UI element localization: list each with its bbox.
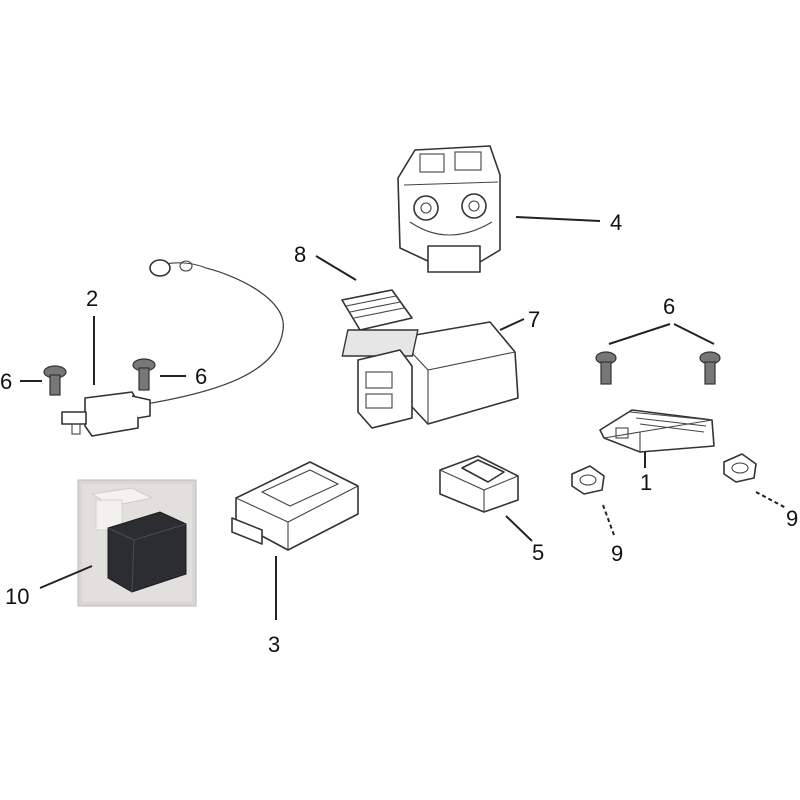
relay-photo [77, 479, 197, 607]
relay-5-part [439, 455, 519, 513]
bolt-left [43, 365, 67, 396]
callout-8: 8 [294, 242, 306, 267]
leader-8 [315, 255, 357, 281]
leader-9-right [755, 491, 787, 509]
leader-6-right-b [673, 323, 715, 345]
regulator-rectifier-part [599, 409, 715, 453]
leader-lines [20, 216, 787, 620]
callout-6-center: 6 [195, 364, 207, 389]
rubber-clip-left [571, 465, 605, 495]
callout-labels: 4 8 7 2 6 6 6 1 9 9 5 3 10 [0, 210, 798, 657]
leader-6-right-a [608, 323, 671, 345]
pad-part [341, 289, 413, 331]
bolt-right-b [699, 351, 721, 385]
leader-5 [505, 515, 533, 542]
callout-3: 3 [268, 632, 280, 657]
callout-6-right: 6 [663, 294, 675, 319]
callout-1: 1 [640, 470, 652, 495]
callout-4: 4 [610, 210, 622, 235]
leader-10 [39, 565, 93, 589]
leader-9-left [602, 504, 615, 536]
starter-relay-part [397, 145, 501, 273]
leader-4 [515, 216, 601, 222]
rubber-clip-right [723, 453, 757, 483]
bolt-right-a [595, 351, 617, 385]
ignition-coil-part [61, 259, 284, 437]
callout-9-left: 9 [611, 541, 623, 566]
leader-7 [499, 318, 525, 331]
callout-10: 10 [5, 584, 29, 609]
callout-5: 5 [532, 540, 544, 565]
cdi-unit-part [231, 461, 359, 551]
flasher-unit-part [341, 321, 519, 429]
callout-6-left: 6 [0, 369, 12, 394]
callout-9-right: 9 [786, 506, 798, 531]
callout-2: 2 [86, 286, 98, 311]
bolt-center [132, 358, 156, 391]
callout-7: 7 [528, 307, 540, 332]
